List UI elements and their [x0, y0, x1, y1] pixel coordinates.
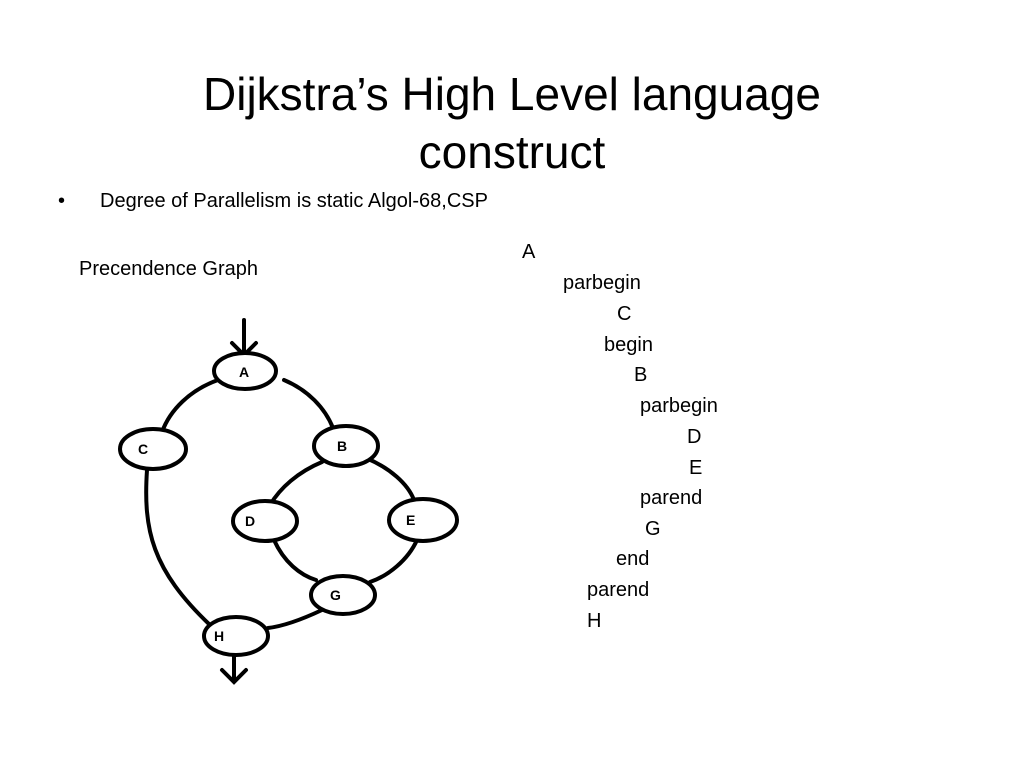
- code-line: begin: [604, 334, 653, 356]
- code-line: G: [645, 518, 661, 540]
- graph-node-c: C: [118, 427, 188, 471]
- edge-a-c: [160, 378, 220, 434]
- code-line: end: [616, 548, 650, 570]
- code-line: E: [689, 457, 703, 479]
- graph-label: Precendence Graph: [79, 258, 259, 280]
- node-label-d: D: [245, 513, 255, 529]
- bullet-text: Degree of Parallelism is static Algol-68…: [100, 190, 488, 212]
- code-line: H: [587, 610, 602, 632]
- graph-node-h: H: [202, 615, 270, 657]
- edge-b-e: [364, 456, 416, 502]
- code-line: C: [617, 303, 632, 325]
- edge-b-d: [268, 460, 324, 507]
- code-line: parbegin: [640, 395, 718, 417]
- title-line-1: Dijkstra’s High Level language: [203, 67, 821, 120]
- graph-node-e: E: [387, 497, 459, 543]
- code-line: D: [687, 426, 702, 448]
- edge-a-b: [282, 378, 335, 430]
- node-label-g: G: [330, 587, 341, 603]
- node-label-c: C: [138, 441, 148, 457]
- graph-node-b: B: [312, 424, 380, 468]
- node-label-h: H: [214, 628, 224, 644]
- graph-node-g: G: [309, 574, 377, 616]
- bullet-marker: •: [58, 190, 66, 212]
- node-label-e: E: [406, 512, 415, 528]
- code-line: parbegin: [563, 272, 641, 294]
- edge-e-g: [368, 538, 419, 584]
- edge-d-g: [272, 538, 318, 582]
- code-line: B: [634, 364, 648, 386]
- code-line: parend: [640, 487, 703, 509]
- bullet-item: • Degree of Parallelism is static Algol-6…: [58, 188, 488, 214]
- node-label-a: A: [239, 364, 249, 380]
- code-line: parend: [587, 579, 650, 601]
- slide-title: Dijkstra’s High Level language construct: [0, 65, 1024, 181]
- node-label-b: B: [337, 438, 347, 454]
- graph-node-a: A: [212, 351, 278, 391]
- edge-c-h: [144, 468, 212, 627]
- graph-edges: [144, 318, 419, 685]
- graph-node-d: D: [231, 499, 299, 543]
- edge-g-h: [266, 608, 324, 630]
- exit-arrow-head: [220, 668, 248, 685]
- code-line: A: [522, 241, 536, 263]
- title-line-2: construct: [418, 125, 606, 178]
